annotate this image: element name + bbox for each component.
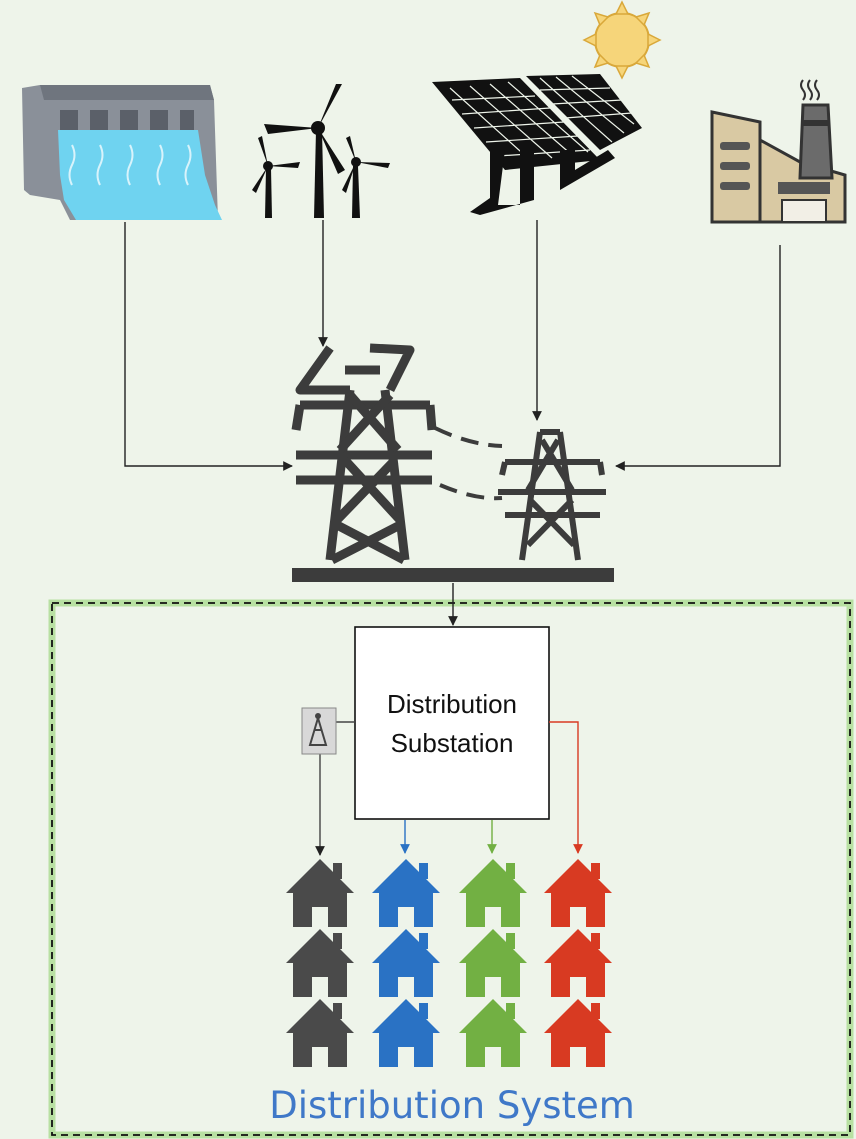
meter-device-icon bbox=[301, 707, 337, 755]
house-icon bbox=[372, 859, 440, 927]
generation-connectors bbox=[124, 220, 781, 626]
substation-label-line2: Substation bbox=[391, 728, 514, 758]
house-icon bbox=[372, 999, 440, 1067]
house-icon bbox=[372, 929, 440, 997]
factory-icon bbox=[710, 79, 847, 224]
house-icon bbox=[459, 999, 527, 1067]
house-icon bbox=[544, 999, 612, 1067]
house-icon bbox=[459, 929, 527, 997]
house-icon bbox=[286, 929, 354, 997]
house-icon bbox=[544, 929, 612, 997]
substation-label-line1: Distribution bbox=[387, 689, 517, 719]
houses bbox=[286, 859, 612, 1067]
house-icon bbox=[459, 859, 527, 927]
distribution-system-label: Distribution System bbox=[269, 1084, 635, 1127]
house-icon bbox=[544, 859, 612, 927]
transmission-tower-icon bbox=[291, 343, 614, 582]
wind-turbine-icon bbox=[252, 84, 390, 218]
distribution-substation: Distribution Substation bbox=[354, 626, 550, 820]
house-icon bbox=[286, 999, 354, 1067]
sun-icon bbox=[582, 0, 662, 80]
house-icon bbox=[286, 859, 354, 927]
distribution-system-boundary bbox=[48, 599, 854, 1139]
solar-panel-icon bbox=[432, 74, 642, 215]
feeder-red bbox=[549, 721, 583, 854]
hydro-dam-icon bbox=[22, 85, 222, 220]
